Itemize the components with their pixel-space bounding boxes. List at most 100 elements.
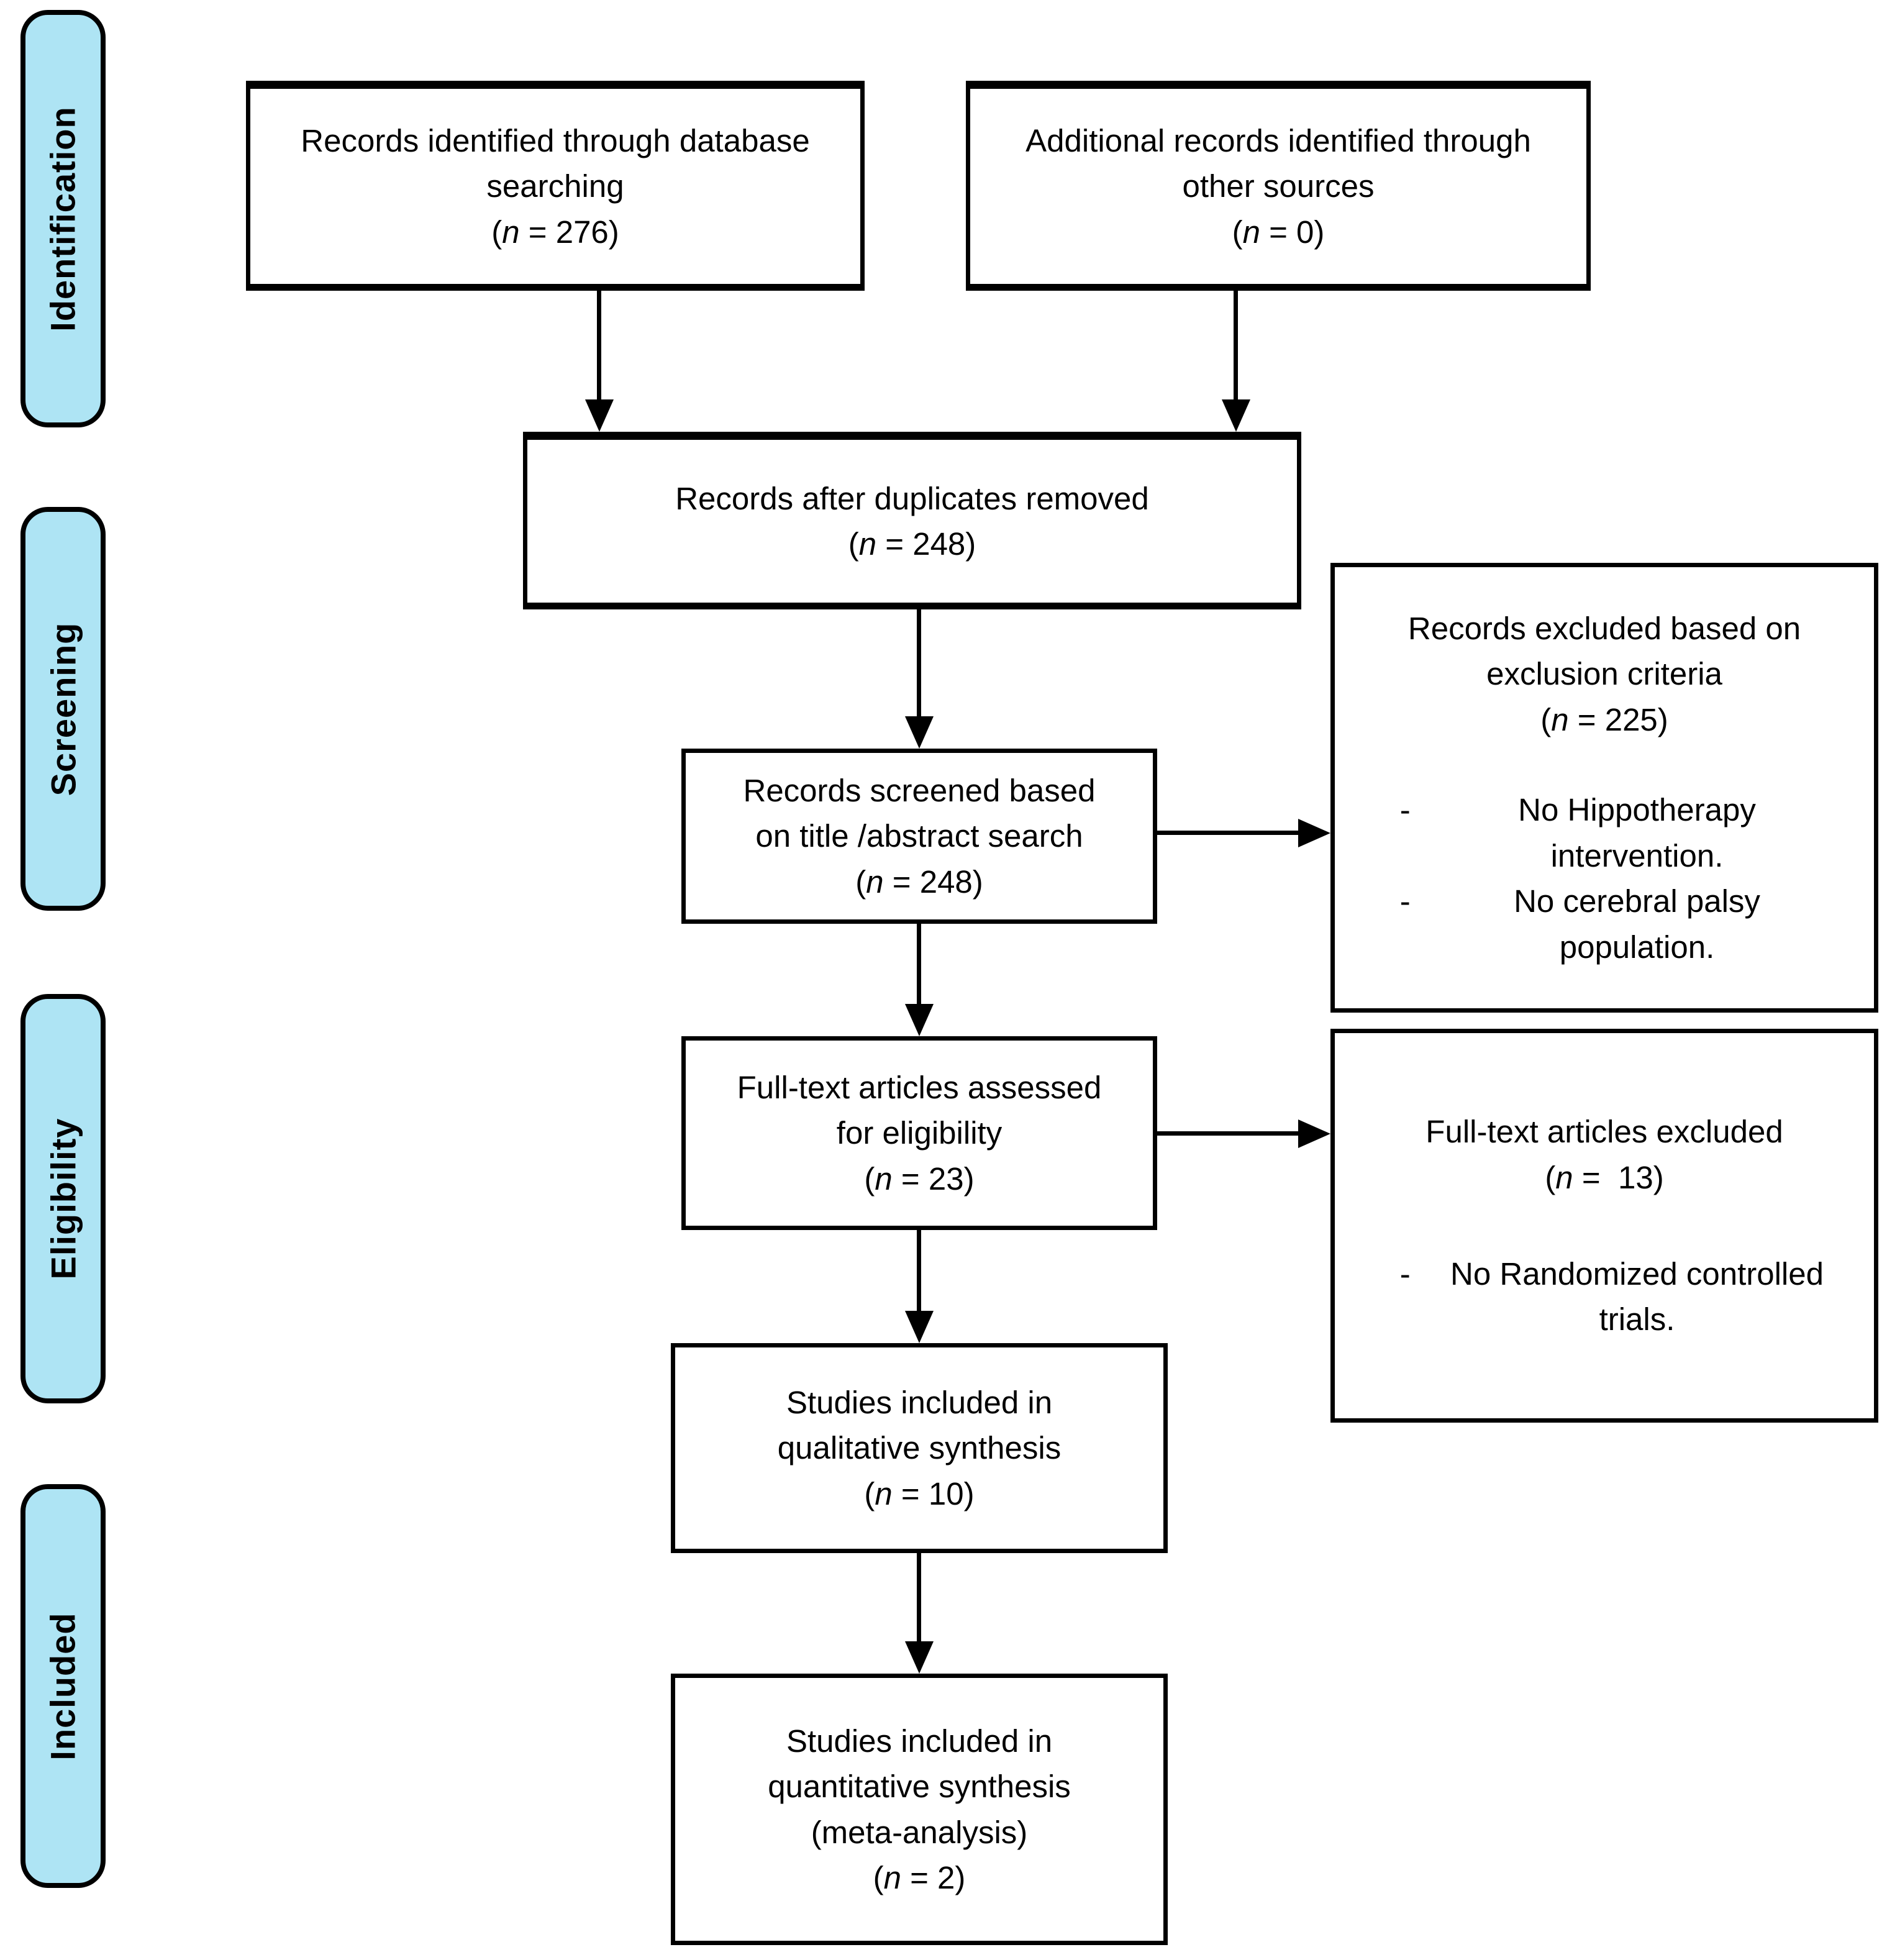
arrow-line [917, 1553, 921, 1643]
count-line: (n = 225) [1335, 697, 1874, 742]
arrowhead-down-icon [1221, 399, 1250, 432]
box-quantitative-synthesis: Studies included in quantitative synthes… [671, 1674, 1168, 1945]
count-line: (n = 10) [675, 1471, 1163, 1516]
stage-eligibility: Eligibility [20, 994, 106, 1403]
arrow-duplicates-to-screened [904, 609, 934, 749]
bullet-text: No Randomized controlled trials. [1450, 1256, 1824, 1338]
open-paren: ( [1540, 701, 1552, 737]
stage-label: Eligibility [43, 1118, 83, 1280]
count-value: = 10) [892, 1475, 975, 1511]
arrow-line [1156, 1131, 1299, 1136]
box-text-line: (meta-analysis) [811, 1814, 1028, 1850]
count-value: = 23) [892, 1160, 975, 1197]
box-text-line: on title /abstract search [755, 818, 1083, 854]
arrow-line [917, 924, 921, 1005]
arrow-line [917, 609, 921, 718]
open-paren: ( [1545, 1159, 1556, 1195]
open-paren: ( [873, 1859, 884, 1895]
count-value: = 248) [876, 526, 976, 562]
box-records-screened: Records screened based on title /abstrac… [681, 749, 1157, 924]
box-fulltext-assessed: Full-text articles assessed for eligibil… [681, 1036, 1157, 1230]
n-symbol: n [883, 1859, 901, 1895]
box-text-line: other sources [1182, 168, 1375, 204]
open-paren: ( [491, 214, 502, 250]
count-line: (n = 276) [250, 209, 860, 255]
bullet-dash: - [1399, 792, 1411, 828]
arrowhead-right-icon [1298, 818, 1330, 847]
exclusion-reasons-list: - No Randomized controlled trials. [1373, 1251, 1836, 1342]
count-line: (n = 2) [675, 1855, 1163, 1900]
box-records-identified: Records identified through database sear… [246, 81, 865, 291]
arrow-line [1234, 291, 1238, 401]
count-value: = 225) [1568, 701, 1668, 737]
box-text-line: exclusion criteria [1486, 656, 1722, 692]
box-text-line: for eligibility [836, 1115, 1003, 1151]
count-line: (n = 248) [527, 521, 1297, 567]
box-text-line: Records after duplicates removed [675, 480, 1149, 516]
count-value: = 0) [1260, 214, 1325, 250]
arrow-line [1156, 831, 1299, 835]
box-text-line: Full-text articles excluded [1425, 1114, 1783, 1150]
arrow-screened-to-excluded [1156, 818, 1330, 847]
open-paren: ( [864, 1160, 875, 1197]
arrow-identified-to-duplicates [584, 291, 614, 432]
count-line: (n = 13) [1335, 1155, 1874, 1200]
bullet-dash: - [1399, 883, 1411, 919]
arrowhead-right-icon [1298, 1119, 1330, 1148]
n-symbol: n [1242, 214, 1260, 250]
box-text-line: Additional records identified through [1025, 122, 1531, 158]
n-symbol: n [1551, 701, 1569, 737]
arrowhead-down-icon [904, 1004, 934, 1036]
box-records-excluded: Records excluded based on exclusion crit… [1330, 563, 1878, 1013]
count-value: = 2) [901, 1859, 966, 1895]
stage-included: Included [20, 1484, 106, 1888]
box-text-line: Studies included in [786, 1384, 1053, 1420]
count-line: (n = 248) [686, 859, 1153, 905]
exclusion-reasons-list: - No Hippotherapy intervention. - No cer… [1373, 787, 1836, 970]
box-text-line: Records identified through database [301, 122, 810, 158]
n-symbol: n [866, 864, 884, 900]
count-value: = 276) [519, 214, 619, 250]
arrowhead-down-icon [904, 716, 934, 749]
list-item: - No Randomized controlled trials. [1373, 1251, 1836, 1342]
open-paren: ( [1232, 214, 1243, 250]
box-text-line: Full-text articles assessed [737, 1069, 1102, 1105]
box-additional-records: Additional records identified through ot… [966, 81, 1591, 291]
bullet-text: No cerebral palsy population. [1514, 883, 1760, 965]
stage-screening: Screening [20, 507, 106, 911]
open-paren: ( [864, 1475, 875, 1511]
n-symbol: n [502, 214, 520, 250]
open-paren: ( [855, 864, 866, 900]
box-text-line: Studies included in [786, 1723, 1053, 1759]
arrow-screened-to-fulltext [904, 924, 934, 1036]
arrow-line [917, 1230, 921, 1312]
count-value: = 248) [883, 864, 983, 900]
arrowhead-down-icon [584, 399, 614, 432]
box-fulltext-excluded: Full-text articles excluded (n = 13) - N… [1330, 1029, 1878, 1423]
box-text-line: qualitative synthesis [777, 1430, 1062, 1466]
box-qualitative-synthesis: Studies included in qualitative synthesi… [671, 1343, 1168, 1553]
box-text-line: quantitative synthesis [768, 1769, 1071, 1805]
arrow-fulltext-to-qualitative [904, 1230, 934, 1343]
n-symbol: n [1555, 1159, 1573, 1195]
box-text-line: searching [486, 168, 624, 204]
list-item: - No Hippotherapy intervention. [1373, 787, 1836, 878]
stage-identification: Identification [20, 10, 106, 427]
arrowhead-down-icon [904, 1311, 934, 1343]
list-item: - No cerebral palsy population. [1373, 878, 1836, 970]
arrow-fulltext-to-excluded [1156, 1119, 1330, 1148]
count-line: (n = 0) [970, 209, 1586, 255]
stage-label: Identification [43, 106, 83, 332]
stage-label: Screening [43, 622, 83, 796]
box-duplicates-removed: Records after duplicates removed (n = 24… [523, 432, 1301, 609]
arrow-line [597, 291, 601, 401]
open-paren: ( [848, 526, 859, 562]
arrowhead-down-icon [904, 1641, 934, 1674]
count-line: (n = 23) [686, 1156, 1153, 1201]
bullet-text: No Hippotherapy intervention. [1518, 792, 1756, 873]
box-text-line: Records excluded based on [1407, 610, 1801, 646]
n-symbol: n [875, 1475, 893, 1511]
n-symbol: n [858, 526, 877, 562]
arrow-qualitative-to-quantitative [904, 1553, 934, 1674]
